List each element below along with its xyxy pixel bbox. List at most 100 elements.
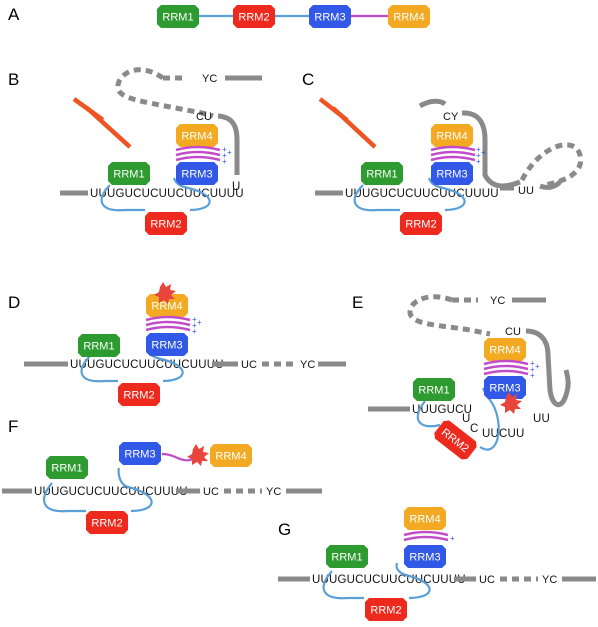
rna-tail-u: U	[232, 181, 241, 193]
domain-rrm1: RRM1	[78, 334, 120, 357]
rna-u1: U	[462, 413, 471, 425]
domain-rrm1-label: RRM1	[162, 12, 193, 24]
tag-cu: CU	[196, 111, 212, 123]
interdomain-helix: +	[403, 530, 455, 543]
domain-rrm3: RRM3	[431, 162, 473, 185]
domain-rrm2: RRM2	[365, 598, 407, 621]
svg-text:+: +	[476, 157, 481, 166]
domain-rrm1: RRM1	[46, 456, 88, 479]
panel-c: C CY UU UUUGUCUCUUCUUCUUUU RRM1 RRM2 RRM…	[302, 70, 584, 235]
svg-text:RRM3: RRM3	[181, 169, 212, 181]
svg-text:RRM3: RRM3	[124, 449, 155, 461]
svg-text:RRM4: RRM4	[436, 131, 467, 143]
svg-text:+: +	[476, 151, 481, 160]
svg-text:RRM2: RRM2	[150, 219, 181, 231]
tag-yc: YC	[490, 295, 505, 307]
domain-rrm2: RRM2	[400, 212, 442, 235]
domain-rrm1: RRM1	[361, 162, 403, 185]
phosphorylation-star	[500, 392, 522, 414]
tag-uu: UU	[518, 185, 534, 197]
rna-dashed-distal	[407, 294, 491, 337]
tag-cu: CU	[505, 326, 521, 338]
svg-text:+: +	[192, 327, 197, 336]
panel-d: D UUUGUCUCUUCUUCUUUU UC YC RRM1 RRM2 RRM…	[8, 282, 346, 406]
tag-cy: CY	[443, 111, 459, 123]
interdomain-helix: ++++	[175, 145, 232, 166]
domain-rrm4: RRM4	[484, 338, 526, 361]
rna-loop	[525, 328, 571, 408]
svg-text:RRM4: RRM4	[215, 451, 246, 463]
domain-rrm4-label: RRM4	[393, 12, 424, 24]
domain-rrm3: RRM3	[309, 5, 351, 28]
domain-rrm2: RRM2	[145, 212, 187, 235]
rna-c1: C	[470, 423, 479, 435]
domain-rrm4: RRM4	[210, 444, 252, 467]
svg-text:+: +	[222, 157, 227, 166]
svg-text:+: +	[450, 534, 455, 543]
domain-rrm3: RRM3	[119, 442, 161, 465]
svg-text:RRM2: RRM2	[91, 518, 122, 530]
panel-c-label: C	[302, 70, 314, 89]
svg-text:+: +	[197, 318, 202, 327]
panel-g: G UUUGUCUCUUCUUCUUUU UC YC RRM1 RRM2 RRM…	[278, 507, 596, 621]
rna-loop	[217, 113, 240, 175]
svg-text:RRM3: RRM3	[489, 383, 520, 395]
panel-a: A RRM1 RRM2 RRM3 RRM4	[8, 5, 430, 28]
inhibition-symbol	[318, 97, 377, 149]
domain-rrm4: RRM4	[176, 124, 218, 147]
svg-text:+: +	[222, 151, 227, 160]
domain-rrm1: RRM1	[157, 5, 199, 28]
phosphorylation-star	[154, 282, 176, 304]
rna-sequence: UUUGUCUCUUCUUCUUUU	[70, 359, 224, 371]
rna-seq2: UUCUU	[482, 428, 525, 440]
panel-g-label: G	[278, 520, 291, 539]
interdomain-helix: ++++	[145, 315, 202, 336]
domain-rrm2-label: RRM2	[238, 12, 269, 24]
panel-b-label: B	[8, 70, 19, 89]
svg-text:+: +	[192, 321, 197, 330]
panel-b: B YC CU U UUUGUCUCUUCUUCUUUU RRM1 RRM2	[8, 67, 262, 235]
panel-e: E YC CU UU UUUGUCU U C UUCUU RRM1 RRM2 R…	[352, 293, 571, 462]
panel-d-label: D	[8, 293, 20, 312]
domain-rrm4: RRM4	[388, 5, 430, 28]
svg-text:RRM1: RRM1	[51, 463, 82, 475]
svg-text:RRM3: RRM3	[151, 340, 182, 352]
panel-a-label: A	[8, 5, 20, 24]
svg-text:+: +	[530, 359, 535, 368]
svg-text:+: +	[476, 145, 481, 154]
tag-yc: YC	[542, 574, 557, 586]
tag-uc: UC	[479, 574, 495, 586]
domain-rrm3-label: RRM3	[314, 12, 345, 24]
interdomain-helix: ++++	[483, 359, 540, 380]
tag-yc: YC	[266, 486, 281, 498]
domain-rrm3: RRM3	[404, 545, 446, 568]
svg-text:RRM3: RRM3	[409, 552, 440, 564]
rna-sequence: UUUGUCUCUUCUUCUUUU	[90, 188, 244, 200]
domain-rrm4: RRM4	[404, 507, 446, 530]
tag-yc: YC	[300, 359, 315, 371]
interdomain-helix: ++++	[430, 145, 486, 166]
rna-sequence: UUUGUCUCUUCUUCUUUU	[345, 188, 499, 200]
svg-text:RRM4: RRM4	[151, 301, 182, 313]
svg-text:RRM2: RRM2	[405, 219, 436, 231]
domain-rrm3: RRM3	[146, 333, 188, 356]
svg-text:RRM4: RRM4	[489, 345, 520, 357]
domain-rrm3: RRM3	[176, 162, 218, 185]
svg-text:RRM1: RRM1	[113, 169, 144, 181]
rna-sequence: UUUGUCUCUUCUUCUUUU	[34, 486, 188, 498]
svg-text:RRM4: RRM4	[409, 514, 440, 526]
domain-rrm1: RRM1	[108, 162, 150, 185]
domain-rrm4: RRM4	[146, 294, 188, 317]
svg-text:RRM3: RRM3	[436, 169, 467, 181]
domain-rrm2: RRM2	[118, 383, 160, 406]
tag-yc: YC	[202, 73, 217, 85]
domain-rrm2: RRM2	[86, 511, 128, 534]
tag-uc: UC	[241, 359, 257, 371]
domain-rrm2: RRM2	[233, 5, 275, 28]
svg-text:RRM2: RRM2	[123, 390, 154, 402]
rna-dashed-distal	[519, 142, 584, 188]
rna-sequence: UUUGUCUCUUCUUCUUUU	[312, 574, 466, 586]
svg-text:+: +	[535, 362, 540, 371]
domain-rrm4: RRM4	[431, 124, 473, 147]
